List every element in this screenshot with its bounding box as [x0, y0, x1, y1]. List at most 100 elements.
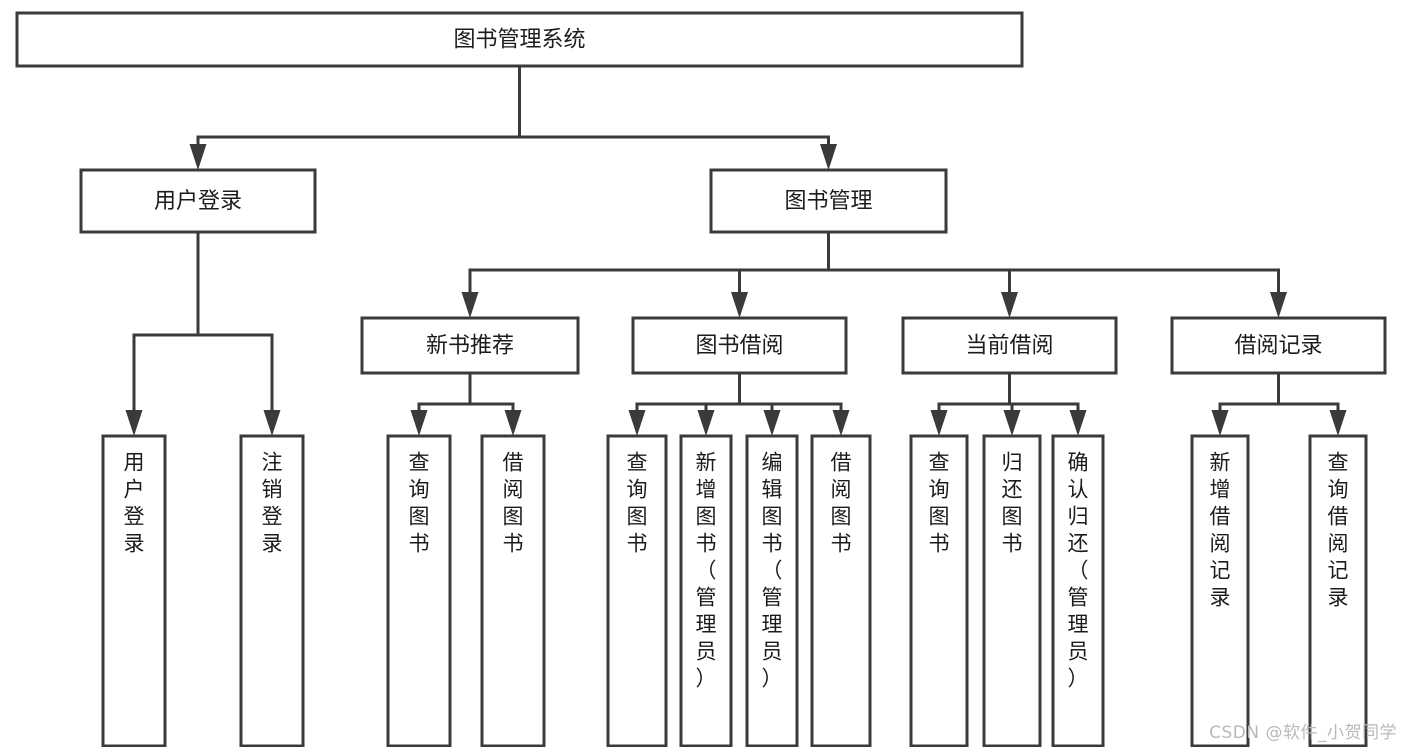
node-leaf-query-book-2[interactable]: 查询图书查询图书 [606, 434, 668, 747]
node-label-char: 新 [696, 451, 717, 475]
node-label-char: 书 [503, 532, 524, 556]
node-leaf-return-book[interactable]: 归还图书归还图书 [982, 434, 1042, 747]
node-label-char: 用 [124, 451, 145, 475]
node-label-char: 归 [1068, 505, 1089, 529]
node-label-char: 辑 [762, 478, 783, 502]
node-label-char: 询 [929, 478, 950, 502]
node-label-char: （ [762, 559, 783, 583]
node-label-char: （ [696, 559, 717, 583]
node-label-char: 注 [262, 451, 283, 475]
node-label: 图书管理 [784, 189, 872, 214]
node-label-char: 图 [831, 505, 852, 529]
node-label-char: 户 [124, 478, 145, 502]
node-label-char: 理 [1068, 613, 1089, 637]
node-label-char: 图 [696, 505, 717, 529]
node-leaf-user-login[interactable]: 用户登录用户登录 [101, 434, 167, 747]
node-label-char: 书 [409, 532, 430, 556]
connector-group-root [189, 64, 837, 170]
node-label-char: 书 [929, 532, 950, 556]
node-label-char: 录 [1328, 586, 1349, 610]
node-label-char: 图 [409, 505, 430, 529]
node-label-char: 编 [762, 451, 783, 475]
node-label-char: 图 [929, 505, 950, 529]
node-label-char: 查 [627, 451, 648, 475]
node-label-char: 图 [503, 505, 524, 529]
node-label-char: 录 [124, 532, 145, 556]
node-label-char: 记 [1210, 559, 1231, 583]
node-label-char: ） [1068, 667, 1089, 691]
node-label-char: 管 [762, 586, 783, 610]
edge-layer [125, 64, 1347, 436]
node-label-char: 员 [696, 640, 717, 664]
node-label-char: 管 [696, 586, 717, 610]
connector-group-book-borrow [628, 371, 850, 436]
node-label-char: 阅 [1328, 532, 1349, 556]
node-label-char: 新 [1210, 451, 1231, 475]
node-label: 用户登录 [154, 189, 242, 214]
node-book-borrow[interactable]: 图书借阅 [631, 316, 848, 375]
node-label-char: 图 [762, 505, 783, 529]
node-label-char: 还 [1068, 532, 1089, 556]
node-label-char: 询 [627, 478, 648, 502]
node-label-char: 阅 [1210, 532, 1231, 556]
node-current-borrow[interactable]: 当前借阅 [901, 316, 1118, 375]
node-label-char: 录 [1210, 586, 1231, 610]
node-label-char: 阅 [503, 478, 524, 502]
node-label: 图书管理系统 [453, 28, 585, 53]
connector-group-new-book-rec [410, 371, 522, 436]
node-label-char: 借 [1210, 505, 1231, 529]
node-label-char: 借 [831, 451, 852, 475]
node-label-char: 书 [696, 532, 717, 556]
node-label: 图书借阅 [695, 334, 783, 359]
connector-group-book-manage [461, 230, 1287, 318]
node-leaf-borrow-book-2[interactable]: 借阅图书借阅图书 [810, 434, 872, 747]
node-label-char: 书 [831, 532, 852, 556]
node-new-book-rec[interactable]: 新书推荐 [360, 316, 580, 375]
node-leaf-logout[interactable]: 注销登录注销登录 [239, 434, 305, 747]
node-root[interactable]: 图书管理系统 [15, 11, 1024, 68]
connector-group-borrow-record [1211, 371, 1347, 436]
node-layer: 图书管理系统用户登录图书管理新书推荐图书借阅当前借阅借阅记录用户登录用户登录注销… [15, 11, 1387, 747]
node-leaf-query-record[interactable]: 查询借阅记录查询借阅记录 [1308, 434, 1368, 747]
node-label-char: 登 [124, 505, 145, 529]
node-label: 当前借阅 [965, 334, 1053, 359]
node-label: 借阅记录 [1234, 334, 1322, 359]
node-label-char: 员 [1068, 640, 1089, 664]
node-label-char: 借 [503, 451, 524, 475]
node-leaf-borrow-book-1[interactable]: 借阅图书借阅图书 [480, 434, 546, 747]
node-label-char: 询 [1328, 478, 1349, 502]
node-book-manage[interactable]: 图书管理 [709, 168, 948, 234]
node-label-char: 书 [1002, 532, 1023, 556]
node-label-char: 员 [762, 640, 783, 664]
node-label-char: 查 [929, 451, 950, 475]
node-label-char: 书 [762, 532, 783, 556]
node-label-char: 阅 [831, 478, 852, 502]
node-label-char: 销 [262, 478, 283, 502]
node-label-char: 理 [762, 613, 783, 637]
node-label-char: ） [762, 667, 783, 691]
node-label-char: 图 [1002, 505, 1023, 529]
node-label-char: 增 [696, 478, 717, 502]
node-label-char: 图 [627, 505, 648, 529]
node-label-char: （ [1068, 559, 1089, 583]
connector-group-user-login [125, 230, 281, 436]
node-label-char: 认 [1068, 478, 1089, 502]
node-user-login[interactable]: 用户登录 [79, 168, 317, 234]
node-label-char: 查 [409, 451, 430, 475]
node-label-char: 管 [1068, 586, 1089, 610]
node-label-char: 记 [1328, 559, 1349, 583]
node-label-char: 书 [627, 532, 648, 556]
node-leaf-query-book-1[interactable]: 查询图书查询图书 [386, 434, 452, 747]
node-label-char: 询 [409, 478, 430, 502]
node-label-char: 录 [262, 532, 283, 556]
node-label-char: 借 [1328, 505, 1349, 529]
node-borrow-record[interactable]: 借阅记录 [1170, 316, 1387, 375]
node-leaf-add-record[interactable]: 新增借阅记录新增借阅记录 [1190, 434, 1250, 747]
node-leaf-query-book-3[interactable]: 查询图书查询图书 [909, 434, 969, 747]
connector-group-current-borrow [930, 371, 1087, 436]
